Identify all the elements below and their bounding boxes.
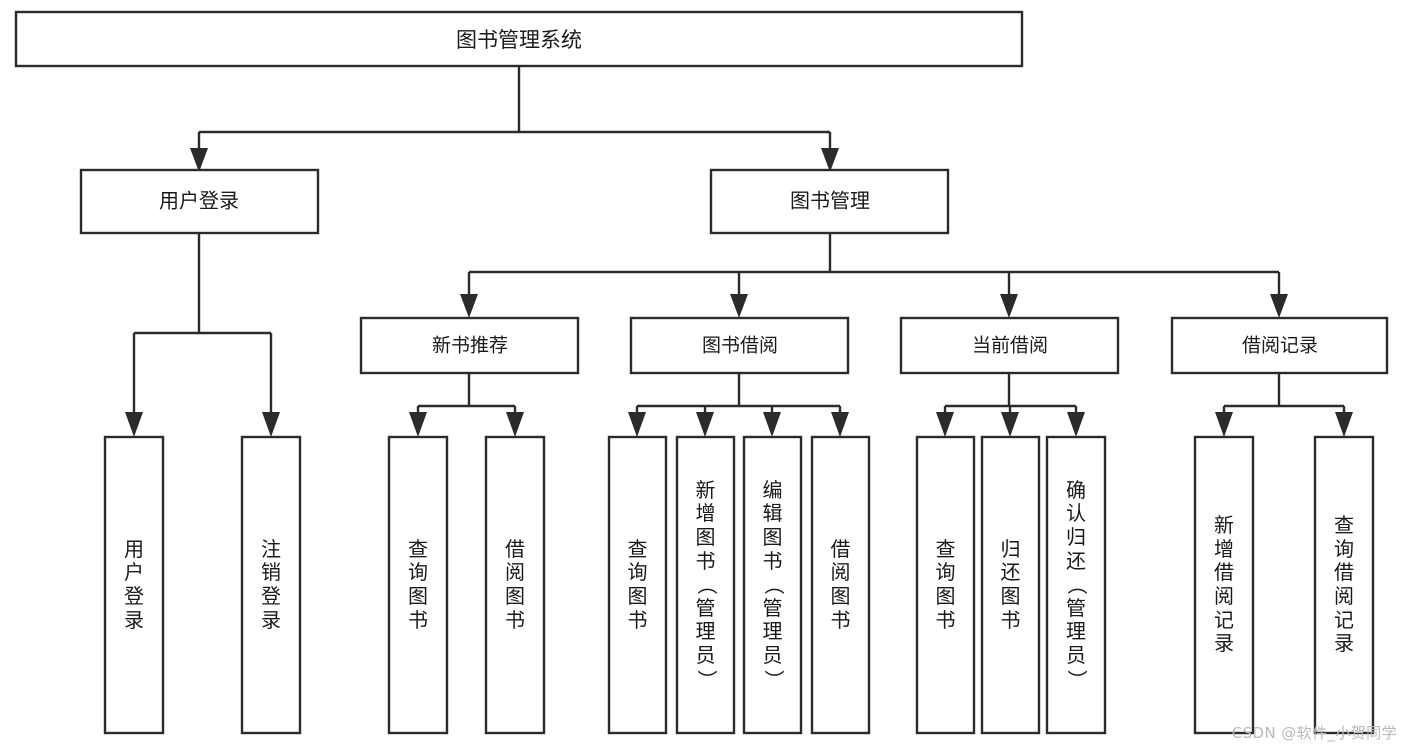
leaf-box-layer[interactable] xyxy=(103,435,1375,735)
arrowhead-xst-leaf-1 xyxy=(409,412,427,437)
arrowhead-jyjl-leaf-1 xyxy=(1215,412,1233,437)
leaf-box-zhuxiaodenglu[interactable] xyxy=(240,435,302,735)
leaf-box-xinzengtushu[interactable] xyxy=(675,435,736,735)
node-dangqianjieyue-box[interactable] xyxy=(899,316,1120,375)
arrowhead-dqjy-leaf-3 xyxy=(1067,412,1085,437)
edge-root-bus xyxy=(197,66,830,150)
node-tushujieyue-box[interactable] xyxy=(629,316,850,375)
node-tushuguanli-label: 图书管理 xyxy=(790,189,870,213)
arrowhead-tsjy-leaf-1 xyxy=(628,412,646,437)
arrowhead-dqjy-leaf-2 xyxy=(1001,412,1019,437)
arrowhead-tsjy-leaf-2 xyxy=(696,412,714,437)
arrowhead-to-jieyuejilu xyxy=(1270,294,1288,318)
node-xinshutuijian-label: 新书推荐 xyxy=(432,335,508,357)
watermark: CSDN @软件_小贺同学 xyxy=(1231,724,1397,742)
arrowhead-leaf-zhuxiaodenglu xyxy=(262,412,280,437)
leaf-box-chaxuntushu-dqjy[interactable] xyxy=(915,435,976,735)
edge-dangqianjieyue-bus xyxy=(943,373,1078,415)
arrowhead-to-tushujieyue xyxy=(730,294,748,318)
edge-tushujieyue-bus xyxy=(635,373,842,415)
node-root-label: 图书管理系统 xyxy=(456,28,582,52)
node-tushuguanli-box[interactable] xyxy=(709,168,950,235)
node-tushujieyue-label: 图书借阅 xyxy=(702,335,778,357)
connector-layer xyxy=(125,66,1353,437)
leaf-box-querenguihuan[interactable] xyxy=(1045,435,1107,735)
edge-yonghudenglu-bus xyxy=(132,233,273,415)
node-jieyuejilu[interactable]: 借阅记录 xyxy=(1170,316,1389,375)
leaf-box-chaxunjieyuejilu[interactable] xyxy=(1313,435,1375,735)
node-yonghudenglu-label: 用户登录 xyxy=(159,189,239,213)
node-root-box[interactable] xyxy=(14,10,1024,68)
arrowhead-to-tushuguanli xyxy=(821,148,839,172)
leaf-box-chaxuntushu-tsjy[interactable] xyxy=(607,435,668,735)
node-xinshutuijian[interactable]: 新书推荐 xyxy=(359,316,580,375)
leaf-box-bianjitushu[interactable] xyxy=(742,435,803,735)
leaf-box-jieyuetushu-xst[interactable] xyxy=(484,435,546,735)
arrowhead-to-dangqianjieyue xyxy=(1000,294,1018,318)
leaf-box-guihuantushu[interactable] xyxy=(980,435,1041,735)
node-dangqianjieyue[interactable]: 当前借阅 xyxy=(899,316,1120,375)
edge-jieyuejilu-bus xyxy=(1222,373,1346,415)
arrowhead-tsjy-leaf-3 xyxy=(763,412,781,437)
node-xinshutuijian-box[interactable] xyxy=(359,316,580,375)
leaf-box-yonghudenglu[interactable] xyxy=(103,435,165,735)
arrowhead-leaf-yonghudenglu xyxy=(125,412,143,437)
arrowhead-xst-leaf-2 xyxy=(506,412,524,437)
node-dangqianjieyue-label: 当前借阅 xyxy=(972,335,1048,357)
arrowhead-dqjy-leaf-1 xyxy=(936,412,954,437)
arrowhead-to-xinshutuijian xyxy=(460,294,478,318)
node-jieyuejilu-label: 借阅记录 xyxy=(1242,335,1318,357)
leaf-box-chaxuntushu-xst[interactable] xyxy=(387,435,449,735)
edge-xinshutuijian-bus xyxy=(416,373,517,415)
edge-tushuguanli-bus xyxy=(467,233,1281,296)
node-root[interactable]: 图书管理系统 xyxy=(14,10,1024,68)
arrowhead-tsjy-leaf-4 xyxy=(831,412,849,437)
arrowhead-to-yonghudenglu xyxy=(190,148,208,172)
node-yonghudenglu[interactable]: 用户登录 xyxy=(79,168,320,235)
node-tushuguanli[interactable]: 图书管理 xyxy=(709,168,950,235)
leaf-box-xinzengjieyuejilu[interactable] xyxy=(1193,435,1255,735)
node-yonghudenglu-box[interactable] xyxy=(79,168,320,235)
node-jieyuejilu-box[interactable] xyxy=(1170,316,1389,375)
arrowhead-jyjl-leaf-2 xyxy=(1335,412,1353,437)
leaf-box-jieyuetushu-tsjy[interactable] xyxy=(810,435,871,735)
node-tushujieyue[interactable]: 图书借阅 xyxy=(629,316,850,375)
